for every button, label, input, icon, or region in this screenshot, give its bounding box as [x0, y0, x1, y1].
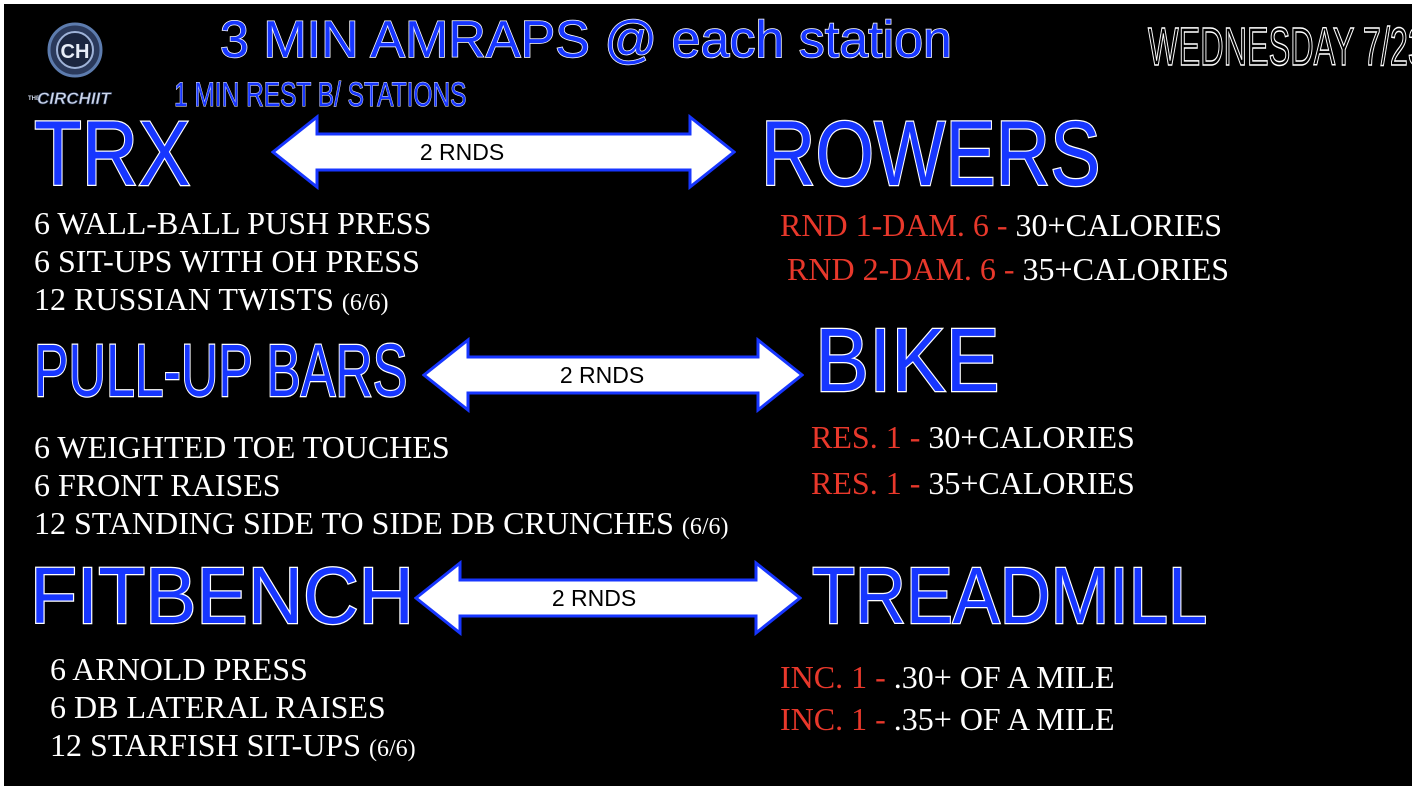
exercise-text: 6 WALL-BALL PUSH PRESS — [34, 205, 432, 241]
station-rowers: ROWERS — [760, 103, 1102, 205]
round-setting: RND 1-DAM. 6 - — [780, 207, 1008, 243]
round-setting: INC. 1 - — [780, 701, 886, 737]
exercise-text: 12 STARFISH SIT-UPS — [50, 727, 362, 763]
arrow-pair-3: 2 RNDS — [414, 560, 802, 636]
round-target: 35+CALORIES — [928, 465, 1135, 501]
subtitle-wrap: 1 MIN REST B/ STATIONS — [174, 76, 580, 114]
exercise-item: 6 FRONT RAISES — [34, 466, 729, 504]
round-setting: RES. 1 - — [811, 465, 921, 501]
exercise-text: 6 FRONT RAISES — [34, 467, 281, 503]
arrow-pair-2: 2 RNDS — [422, 337, 804, 413]
station-pull-up-bars: PULL-UP BARS — [33, 329, 408, 412]
exercise-text: 6 SIT-UPS WITH OH PRESS — [34, 243, 420, 279]
pullup-exercise-list: 6 WEIGHTED TOE TOUCHES 6 FRONT RAISES 12… — [34, 428, 729, 546]
workout-board: CH THE CIRCHIIT 3 MIN AMRAPS @ each stat… — [4, 4, 1412, 786]
station-fitbench-wrap: FITBENCH — [29, 551, 430, 640]
logo-prefix: THE — [28, 96, 40, 102]
date-wrap: WEDNESDAY 7/23 — [1148, 17, 1412, 77]
rowers-round-1: RND 1-DAM. 6 - 30+CALORIES — [780, 206, 1222, 244]
station-treadmill: TREADMILL — [811, 551, 1208, 640]
station-trx: TRX — [33, 103, 192, 205]
treadmill-round-1: INC. 1 - .30+ OF A MILE — [780, 658, 1115, 696]
station-rowers-wrap: ROWERS — [760, 103, 1175, 205]
bike-round-2: RES. 1 - 35+CALORIES — [811, 464, 1135, 502]
round-target: .35+ OF A MILE — [893, 701, 1115, 737]
exercise-item: 6 WALL-BALL PUSH PRESS — [34, 204, 431, 242]
exercise-item: 6 WEIGHTED TOE TOUCHES — [34, 428, 729, 466]
exercise-item: 12 STANDING SIDE TO SIDE DB CRUNCHES (6/… — [34, 504, 729, 546]
logo-wordmark: CIRCHIIT — [37, 89, 112, 108]
station-pullup-wrap: PULL-UP BARS — [33, 329, 567, 412]
round-target: 35+CALORIES — [1022, 251, 1230, 287]
double-arrow-icon — [422, 337, 804, 413]
arrow-label-pair-1: 2 RNDS — [420, 139, 504, 165]
exercise-note: (6/6) — [369, 736, 416, 762]
circhiit-logo: CH THE CIRCHIIT — [28, 16, 123, 116]
exercise-item: 6 SIT-UPS WITH OH PRESS — [34, 242, 431, 280]
round-target: 30+CALORIES — [1015, 207, 1223, 243]
exercise-text: 12 STANDING SIDE TO SIDE DB CRUNCHES — [34, 505, 674, 541]
logo-badge-icon: CH THE CIRCHIIT — [28, 22, 113, 108]
arrow-label-pair-3: 2 RNDS — [552, 585, 636, 611]
exercise-item: 12 RUSSIAN TWISTS (6/6) — [34, 280, 431, 322]
exercise-note: (6/6) — [341, 290, 389, 316]
round-target: .30+ OF A MILE — [893, 659, 1115, 695]
exercise-item: 12 STARFISH SIT-UPS (6/6) — [50, 726, 416, 768]
arrow-pair-1: 2 RNDS — [271, 114, 736, 190]
station-trx-wrap: TRX — [33, 103, 218, 205]
logo-badge-text: CH — [61, 41, 90, 63]
page-title: 3 MIN AMRAPS @ each station — [219, 11, 952, 69]
fitbench-exercise-list: 6 ARNOLD PRESS 6 DB LATERAL RAISES 12 ST… — [50, 650, 416, 768]
station-bike: BIKE — [814, 311, 1001, 411]
station-bike-wrap: BIKE — [814, 311, 1020, 411]
double-arrow-icon — [271, 114, 736, 190]
exercise-item: 6 ARNOLD PRESS — [50, 650, 416, 688]
exercise-text: 12 RUSSIAN TWISTS — [34, 281, 334, 317]
exercise-item: 6 DB LATERAL RAISES — [50, 688, 416, 726]
station-treadmill-wrap: TREADMILL — [811, 551, 1261, 640]
rest-subtitle: 1 MIN REST B/ STATIONS — [174, 76, 467, 114]
round-setting: RND 2-DAM. 6 - — [787, 251, 1015, 287]
round-setting: INC. 1 - — [780, 659, 886, 695]
exercise-text: 6 WEIGHTED TOE TOUCHES — [34, 429, 450, 465]
date-label: WEDNESDAY 7/23 — [1148, 17, 1412, 77]
exercise-note: (6/6) — [681, 514, 729, 540]
exercise-text: 6 ARNOLD PRESS — [50, 651, 308, 687]
treadmill-round-2: INC. 1 - .35+ OF A MILE — [780, 700, 1115, 738]
round-setting: RES. 1 - — [811, 419, 921, 455]
exercise-text: 6 DB LATERAL RAISES — [50, 689, 386, 725]
bike-round-1: RES. 1 - 30+CALORIES — [811, 418, 1135, 456]
double-arrow-icon — [414, 560, 802, 636]
station-fitbench: FITBENCH — [29, 551, 415, 640]
trx-exercise-list: 6 WALL-BALL PUSH PRESS 6 SIT-UPS WITH OH… — [34, 204, 431, 322]
round-target: 30+CALORIES — [928, 419, 1135, 455]
arrow-label-pair-2: 2 RNDS — [560, 362, 644, 388]
rowers-round-2: RND 2-DAM. 6 - 35+CALORIES — [787, 250, 1229, 288]
